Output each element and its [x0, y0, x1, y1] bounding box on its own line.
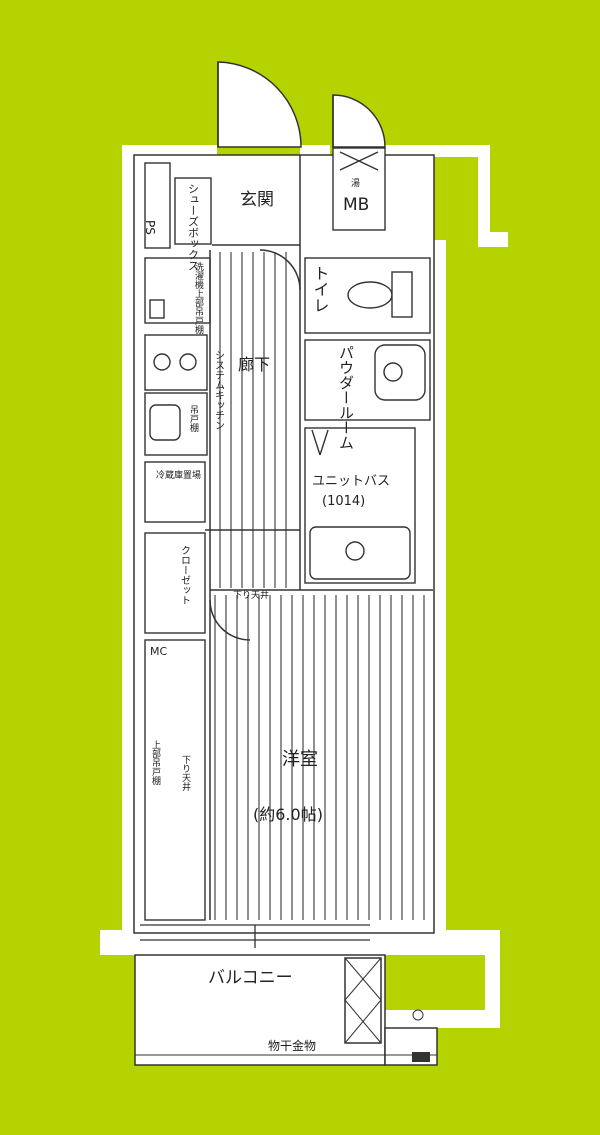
label-balcony: バルコニー [208, 968, 293, 988]
outer-walls [100, 145, 508, 1028]
label-upper-cabinet: 上部吊戸棚 [150, 740, 161, 786]
ps-box [144, 162, 171, 249]
label-corridor: 廊下 [238, 355, 270, 374]
label-ceiling-drop-2: 下り天井 [180, 755, 191, 792]
label-unit-bath-size: (1014) [322, 494, 365, 509]
label-ceiling-drop: 下り天井 [233, 589, 269, 601]
label-sink-cabinet: 吊戸棚 [188, 405, 199, 433]
mb-room [332, 147, 386, 231]
powder-room [304, 339, 431, 421]
label-western-room: 洋室 [282, 749, 318, 770]
drain-icon [412, 1052, 430, 1062]
balcony-sash [140, 924, 370, 948]
label-powder-room: パウダールーム [337, 345, 355, 450]
balcony-area [134, 954, 438, 1066]
entrance-door [217, 61, 302, 148]
label-fridge: 冷蔵庫置場 [156, 469, 201, 481]
mc-box [144, 639, 206, 921]
toilet-bowl [347, 281, 393, 309]
label-shoebox: シューズボックス [187, 183, 200, 271]
label-boiler: 湯 [351, 178, 360, 189]
fridge-area [144, 461, 206, 523]
unit-bath [304, 427, 416, 584]
label-western-room-size: (約6.0帖) [253, 805, 323, 824]
label-toilet: トイレ [311, 265, 330, 313]
closet-box [144, 532, 206, 634]
floor-boards [214, 252, 425, 920]
mb-door [332, 94, 386, 148]
label-mc: MC [150, 645, 167, 658]
label-wall-cabinet: 洗濯機上部吊戸棚 [193, 261, 204, 335]
label-genkan: 玄関 [240, 190, 274, 210]
sink-area [144, 392, 208, 456]
washing-machine-area [144, 257, 211, 324]
label-system-kitchen: システムキッチン [213, 350, 225, 430]
partition-walls [205, 155, 433, 920]
toilet-room [304, 257, 431, 334]
labels: 玄関 PS シューズボックス MB トイレ パウダールーム 廊下 システムキッチ… [143, 178, 390, 1053]
label-mb: MB [343, 195, 369, 215]
label-clothes-hanger: 物干金物 [268, 1038, 316, 1053]
label-ps: PS [143, 220, 157, 235]
label-closet: クローゼット [179, 545, 191, 605]
label-unit-bath: ユニットバス [312, 474, 390, 489]
left-column [144, 162, 212, 921]
shoebox [174, 177, 212, 245]
